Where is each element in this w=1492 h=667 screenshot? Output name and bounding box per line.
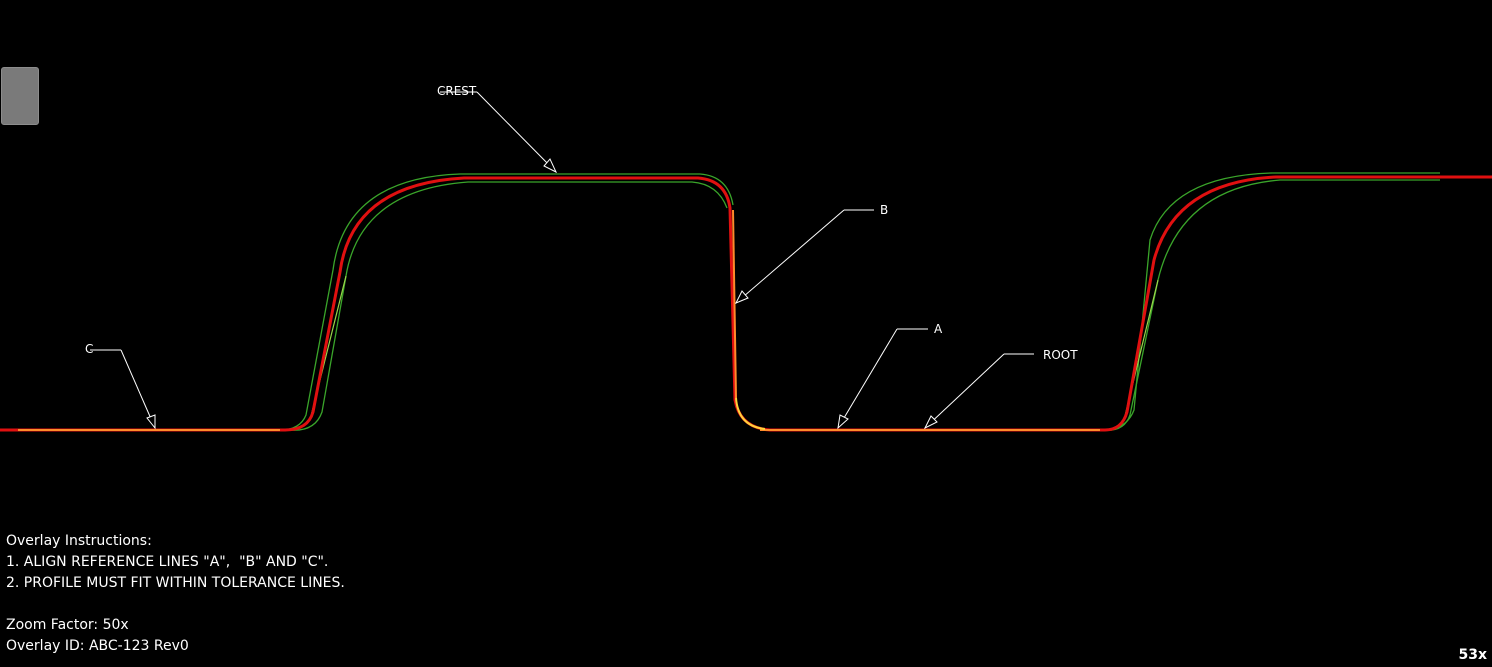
overlay-instructions: Overlay Instructions: 1. ALIGN REFERENCE… [6, 531, 345, 657]
callout-root: ROOT [1043, 348, 1078, 362]
leader-crest [440, 91, 558, 174]
inner-tolerance-line [289, 179, 1440, 432]
leader-c [90, 349, 156, 430]
callout-c: C [85, 342, 94, 356]
callout-a: A [934, 322, 943, 336]
instruction-line-2: 2. PROFILE MUST FIT WITHIN TOLERANCE LIN… [6, 575, 345, 591]
outer-tolerance-line [279, 172, 1440, 431]
callout-b: B [880, 203, 889, 217]
leader-b [734, 209, 874, 304]
spacer [6, 594, 345, 615]
zoom-factor-text: Zoom Factor: 50x [6, 617, 129, 633]
overlay-id-text: Overlay ID: ABC-123 Rev0 [6, 638, 189, 654]
reference-line-b [732, 209, 737, 399]
instruction-line-1: 1. ALIGN REFERENCE LINES "A", "B" AND "C… [6, 554, 329, 570]
reference-corner [735, 397, 766, 430]
callout-crest: CREST [437, 84, 477, 98]
side-panel-toggle[interactable] [1, 67, 39, 125]
instructions-heading: Overlay Instructions: [6, 533, 152, 549]
zoom-level-badge: 53x [1458, 647, 1487, 663]
measured-profile [0, 175, 1492, 432]
leader-a [837, 328, 928, 430]
leader-root [923, 353, 1034, 430]
